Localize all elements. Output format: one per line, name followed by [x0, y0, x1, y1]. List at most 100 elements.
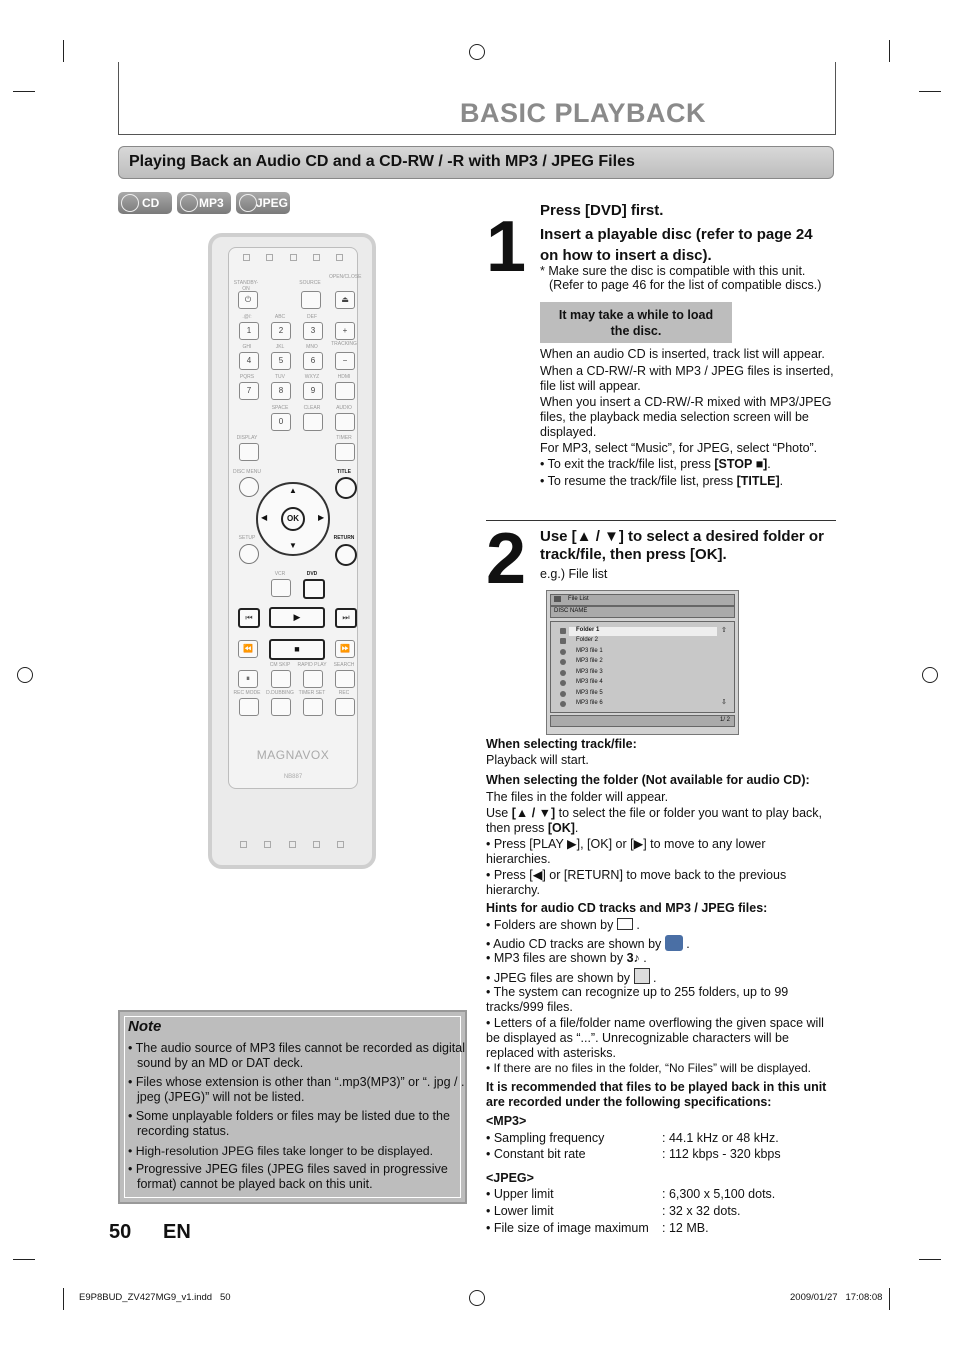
clear-button — [303, 413, 323, 431]
note-item: • Some unplayable folders or files may b… — [128, 1109, 450, 1138]
mp3-disc-icon: MP3 — [177, 192, 231, 214]
jpeg-spec-value: : 6,300 x 5,100 dots. — [662, 1187, 776, 1201]
note-item: • The audio source of MP3 files cannot b… — [128, 1041, 465, 1070]
mp3-file-icon: 3♪ — [626, 951, 640, 965]
folder-bullet-1: • Press [PLAY ▶], [OK] or [▶] to move to… — [486, 837, 766, 866]
step-2-title: Use [▲ / ▼] to select a desired folder o… — [540, 528, 824, 563]
remote-control-illustration: STANDBY-ON SOURCE OPEN/CLOSE ⏻ ⏏ .@/: AB… — [208, 233, 376, 869]
ok-button: OK — [281, 507, 305, 531]
jpeg-spec-value: : 12 MB. — [662, 1221, 709, 1235]
file-list-item: MP3 file 6 — [576, 700, 603, 706]
step-1-bullet-2: • To resume the track/file list, press [… — [540, 474, 784, 488]
hint-limits: • The system can recognize up to 255 fol… — [486, 985, 789, 1014]
step-1-p3: When you insert a CD-RW/-R mixed with MP… — [540, 395, 832, 439]
registration-mark-icon — [17, 667, 33, 683]
file-list-item: MP3 file 4 — [576, 679, 603, 685]
crop-mark — [889, 1288, 890, 1310]
file-list-item: MP3 file 1 — [576, 648, 603, 654]
step-1-p4: For MP3, select “Music”, for JPEG, selec… — [540, 441, 818, 455]
hint-overflow: • Letters of a file/folder name overflow… — [486, 1016, 824, 1060]
remote-model: NB887 — [283, 774, 303, 780]
remote-face: STANDBY-ON SOURCE OPEN/CLOSE ⏻ ⏏ .@/: AB… — [228, 247, 362, 789]
note-title: Note — [128, 1018, 162, 1035]
page-number: 50 — [109, 1221, 132, 1243]
up-arrow-icon: ▲ — [289, 486, 297, 495]
step-2-number: 2 — [486, 519, 527, 599]
hdmi-button — [335, 382, 355, 400]
scroll-up-icon: ⇧ — [721, 627, 727, 634]
mp3-spec-label: • Constant bit rate — [486, 1147, 586, 1161]
rapid-play-button — [303, 670, 323, 688]
file-list-item: Folder 2 — [576, 637, 599, 643]
scroll-down-icon: ⇩ — [721, 699, 727, 706]
footer-file-info: E9P8BUD_ZV427MG9_v1.indd 50 — [79, 1292, 231, 1303]
mp3-spec-value: : 112 kbps - 320 kbps — [662, 1147, 781, 1161]
key-8: 8 — [271, 382, 291, 400]
left-arrow-icon: ◀ — [261, 513, 268, 522]
down-arrow-icon: ▼ — [289, 541, 297, 550]
header-frame — [118, 62, 836, 135]
selecting-folder-heading: When selecting the folder (Not available… — [486, 773, 810, 787]
file-list-item: Folder 1 — [576, 627, 600, 633]
key-7: 7 — [239, 382, 259, 400]
recommendation-heading: It is recommended that files to be playe… — [486, 1080, 827, 1109]
disc-menu-button — [239, 477, 259, 497]
chapter-title: BASIC PLAYBACK — [459, 98, 706, 128]
note-item: • High-resolution JPEG files take longer… — [128, 1144, 434, 1158]
crop-mark — [13, 91, 35, 92]
registration-mark-icon — [469, 44, 485, 60]
source-button — [301, 291, 321, 309]
timer-set-button — [303, 698, 323, 716]
skip-back-button: ⏮ — [238, 608, 260, 628]
hint-no-files: • If there are no files in the folder, “… — [486, 1061, 812, 1075]
key-9: 9 — [303, 382, 323, 400]
crop-mark — [889, 40, 890, 62]
rec-button — [335, 698, 355, 716]
rec-mode-button — [239, 698, 259, 716]
loading-callout: It may take a while to load the disc. — [540, 302, 732, 343]
cm-skip-button — [271, 670, 291, 688]
step-1-title-a: Press [DVD] first. — [540, 202, 664, 219]
crop-mark — [63, 1288, 64, 1310]
display-button — [239, 443, 259, 461]
selecting-folder-text: The files in the folder will appear. — [486, 790, 669, 804]
step-1-note-a: * Make sure the disc is compatible with … — [540, 264, 806, 278]
audio-button — [335, 413, 355, 431]
section-title: Playing Back an Audio CD and a CD-RW / -… — [129, 153, 635, 170]
vcr-button — [271, 579, 291, 597]
key-1: 1 — [239, 322, 259, 340]
file-list-screen: File List DISC NAME Folder 1 Folder 2 MP… — [546, 590, 739, 735]
step-1-note-b: (Refer to page 46 for the list of compat… — [549, 278, 822, 292]
key-3: 3 — [303, 322, 323, 340]
remote-brand: MAGNAVOX — [256, 748, 330, 762]
key-5: 5 — [271, 352, 291, 370]
selecting-folder-use: Use [▲ / ▼] to select the file or folder… — [486, 806, 823, 835]
note-item: • Files whose extension is other than “.… — [128, 1075, 465, 1104]
jpeg-spec-label: • Upper limit — [486, 1187, 554, 1201]
step-1-title-b: Insert a playable disc (refer to page 24… — [540, 226, 813, 264]
skip-forward-button: ⏭ — [335, 608, 357, 628]
registration-mark-icon — [922, 667, 938, 683]
title-button — [335, 477, 357, 499]
search-button — [335, 670, 355, 688]
key-6: 6 — [303, 352, 323, 370]
language-label: EN — [163, 1221, 191, 1243]
registration-mark-icon — [469, 1290, 485, 1306]
file-list-item: MP3 file 5 — [576, 690, 603, 696]
mp3-heading: <MP3> — [486, 1114, 527, 1128]
file-list-item: MP3 file 3 — [576, 669, 603, 675]
hint-jpeg: • JPEG files are shown by . — [486, 968, 656, 986]
cd-disc-icon: CD — [118, 192, 172, 214]
hint-folders: • Folders are shown by . — [486, 918, 640, 932]
folder-bullet-2: • Press [◀] or [RETURN] to move back to … — [486, 868, 787, 897]
standby-button: ⏻ — [238, 291, 258, 309]
disc-name-bar: DISC NAME — [550, 606, 735, 618]
pause-button: ⏸ — [238, 670, 258, 688]
note-box: Note • The audio source of MP3 files can… — [118, 1010, 467, 1204]
hint-mp3: • MP3 files are shown by 3♪ . — [486, 951, 647, 965]
file-list-item: MP3 file 2 — [576, 658, 603, 664]
crop-mark — [13, 1259, 35, 1260]
stop-button: ■ — [269, 639, 325, 660]
timer-button — [335, 443, 355, 461]
step-1-bullet-1: • To exit the track/file list, press [ST… — [540, 457, 771, 471]
